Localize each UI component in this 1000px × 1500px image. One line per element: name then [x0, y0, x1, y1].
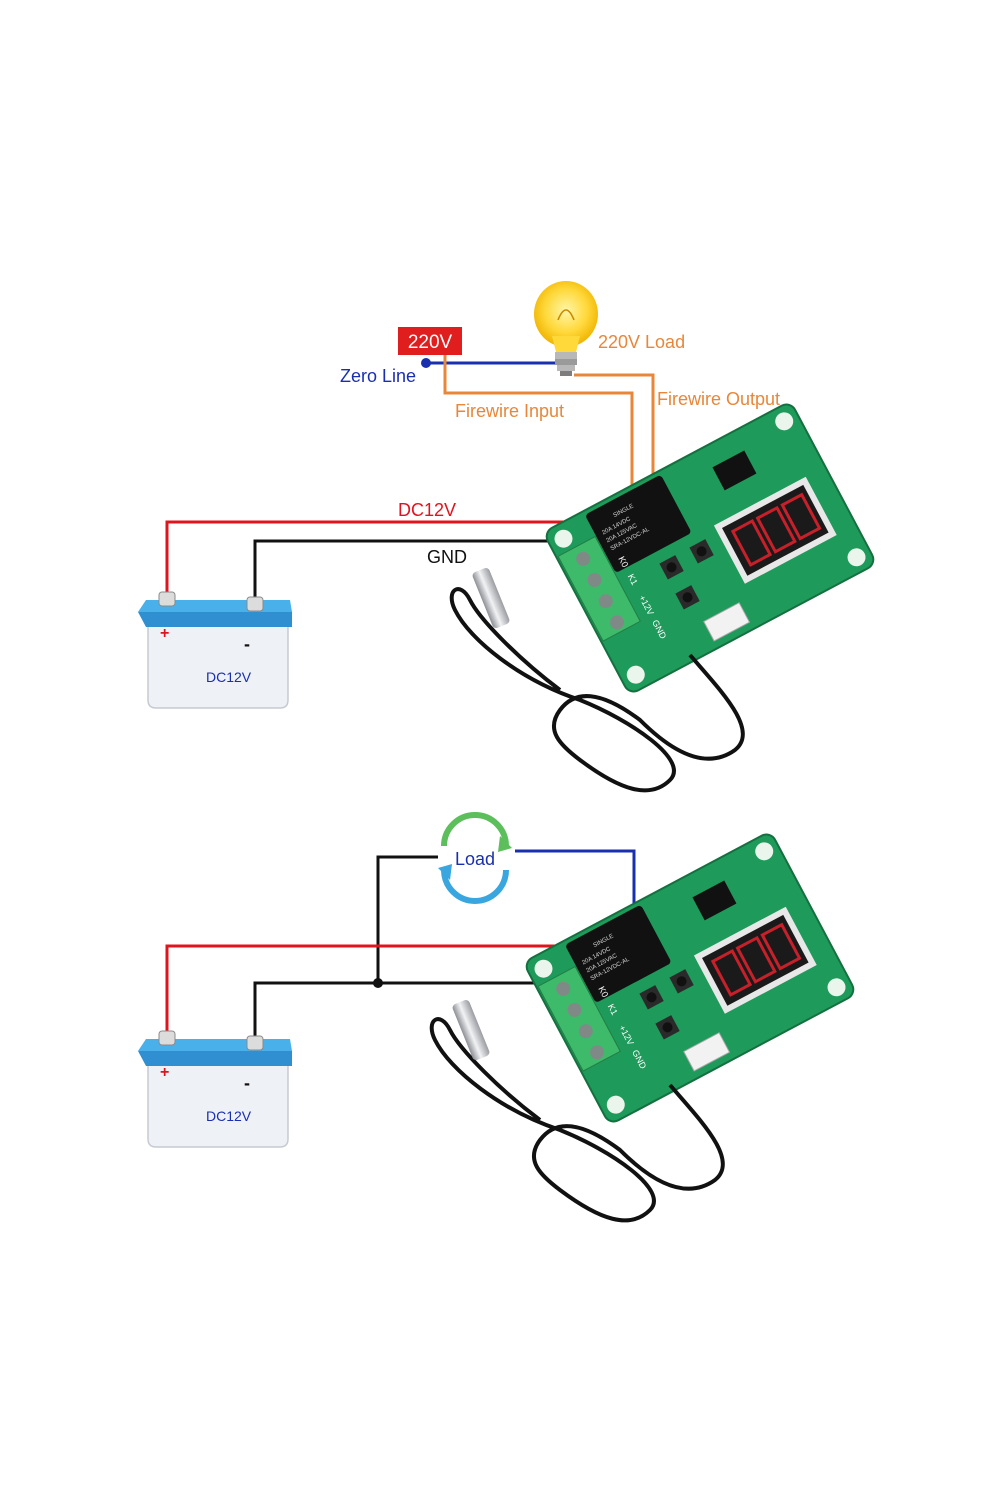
board-buttons	[639, 969, 694, 1040]
firewire-input-wire	[443, 352, 634, 512]
positive-wire	[165, 944, 614, 1045]
lightbulb-icon	[534, 281, 598, 376]
zero-line-node	[421, 358, 431, 368]
firewire-output-wire	[574, 373, 655, 492]
gnd-wire	[253, 539, 606, 612]
ic-chip	[712, 450, 757, 491]
battery-bottom: + - DC12V	[138, 1030, 292, 1148]
ground-wire	[253, 981, 596, 1051]
dc12v-label: DC12V	[398, 500, 456, 520]
terminal-label-k0: K0	[596, 985, 610, 999]
load-cycle-icon	[438, 812, 512, 904]
voltage-badge: 220V	[398, 327, 462, 355]
probe-connector	[703, 602, 751, 642]
voltage-badge-text: 220V	[408, 332, 453, 353]
zero-line-label: Zero Line	[340, 366, 416, 386]
relay: SINGLE 20A 14VDC 20A 125VAC SRA-12VDC-AL	[586, 475, 691, 572]
bottom-diagram: Load + - DC12V SINGLE 20A 14VDC 20A 125V…	[138, 812, 855, 1223]
board-buttons	[659, 539, 714, 610]
battery-minus-label: -	[244, 1073, 250, 1093]
thermostat-board-bottom: SINGLE 20A 14VDC 20A 125VAC SRA-12VDC-AL…	[525, 833, 855, 1123]
ground-junction	[373, 978, 383, 988]
battery-plus-label: +	[160, 1064, 169, 1081]
temperature-probe-bottom	[429, 1000, 725, 1223]
seven-segment-display	[713, 476, 837, 584]
load-ground-wire	[376, 855, 438, 983]
battery-top: + - DC12V	[138, 591, 292, 709]
seven-segment-display	[693, 906, 817, 1014]
load-label-bottom: Load	[455, 849, 495, 869]
firewire-output-label: Firewire Output	[657, 389, 780, 409]
load-output-wire	[515, 849, 636, 928]
battery-minus-label: -	[244, 634, 250, 654]
terminal-block	[557, 535, 641, 642]
temperature-probe-top	[449, 568, 745, 793]
ic-chip	[692, 880, 737, 921]
top-diagram: 220V Zero Line 220V Load Firewire Input …	[138, 281, 875, 793]
battery-plus-label: +	[160, 625, 169, 642]
gnd-label: GND	[427, 547, 467, 567]
firewire-input-label: Firewire Input	[455, 401, 564, 421]
terminal-label-k1: K1	[606, 1002, 620, 1016]
thermostat-board-top: SINGLE 20A 14VDC 20A 125VAC SRA-12VDC-AL…	[545, 403, 875, 693]
probe-connector	[683, 1032, 731, 1072]
terminal-block	[537, 965, 621, 1072]
dc12v-wire	[165, 520, 618, 606]
relay: SINGLE 20A 14VDC 20A 125VAC SRA-12VDC-AL	[566, 905, 671, 1002]
battery-label: DC12V	[206, 1108, 252, 1124]
terminal-label-k0: K0	[616, 555, 630, 569]
load-label: 220V Load	[598, 332, 685, 352]
battery-label: DC12V	[206, 669, 252, 685]
top-wires	[165, 352, 655, 612]
terminal-label-k1: K1	[626, 572, 640, 586]
